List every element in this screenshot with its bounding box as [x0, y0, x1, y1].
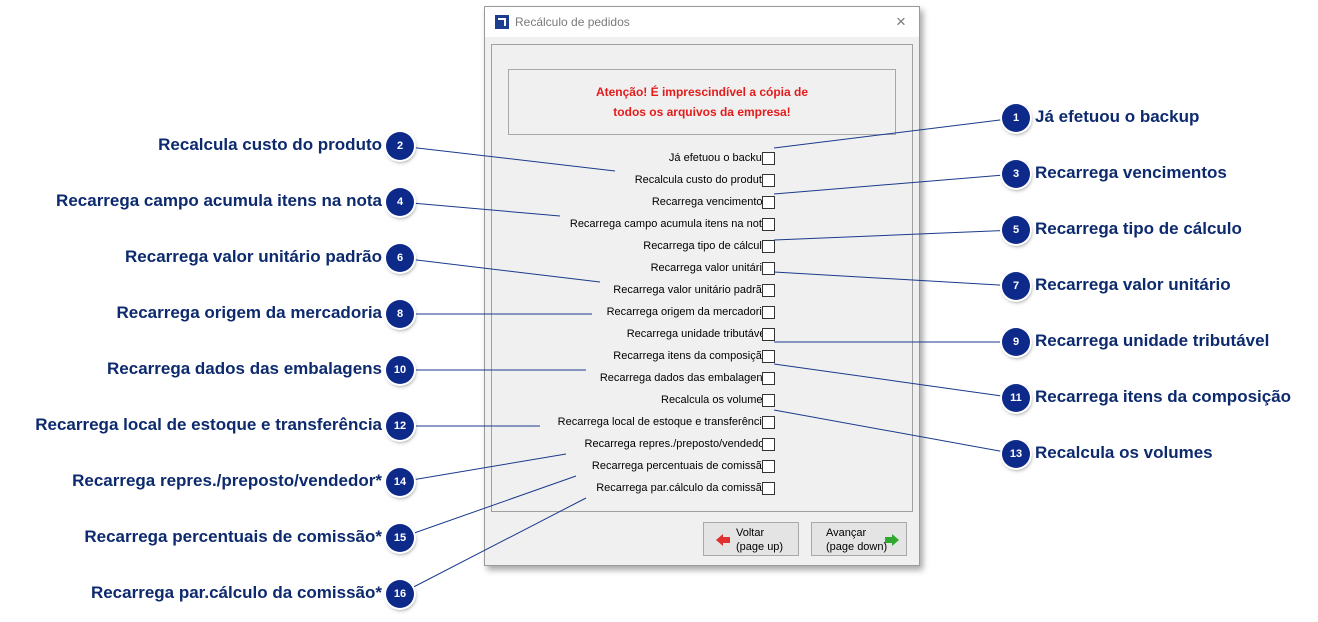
option-label-percentuais-comissao: Recarrega percentuais de comissão	[591, 460, 768, 472]
option-label-dados-embalagens: Recarrega dados das embalagens	[599, 372, 768, 384]
callout-text-13: Recalcula os volumes	[1035, 443, 1213, 462]
option-label-tipo-calculo: Recarrega tipo de cálculo	[643, 240, 768, 252]
next-button-shortcut: (page down)	[826, 541, 888, 553]
callout-badge-11: 11	[1002, 384, 1030, 412]
next-button[interactable]: Avançar (page down)	[811, 522, 907, 556]
checkbox-vencimentos[interactable]	[762, 196, 775, 209]
callout-text-16: Recarrega par.cálculo da comissão*	[90, 583, 382, 602]
checkbox-valor-unitario-padrao[interactable]	[762, 284, 775, 297]
option-label-itens-composicao: Recarrega itens da composição	[613, 350, 768, 362]
close-button[interactable]: ×	[896, 12, 906, 31]
option-label-valor-unitario: Recarrega valor unitário	[650, 262, 768, 274]
callout-text-12: Recarrega local de estoque e transferênc…	[35, 415, 382, 434]
warning-line-2: todos os arquivos da empresa!	[613, 105, 791, 119]
back-button-label: Voltar	[736, 527, 765, 539]
option-label-origem-mercadoria: Recarrega origem da mercadoria	[606, 306, 768, 318]
callout-badge-6: 6	[386, 244, 414, 272]
callout-badge-8: 8	[386, 300, 414, 328]
option-label-unidade-tributavel: Recarrega unidade tributável	[626, 328, 768, 340]
callout-badge-5: 5	[1002, 216, 1030, 244]
checkbox-origem-mercadoria[interactable]	[762, 306, 775, 319]
checkbox-local-estoque[interactable]	[762, 416, 775, 429]
checkbox-unidade-tributavel[interactable]	[762, 328, 775, 341]
checkbox-tipo-calculo[interactable]	[762, 240, 775, 253]
dialog-title: Recálculo de pedidos	[515, 15, 630, 29]
checkbox-itens-composicao[interactable]	[762, 350, 775, 363]
callout-badge-16: 16	[386, 580, 414, 608]
checkbox-valor-unitario[interactable]	[762, 262, 775, 275]
back-button[interactable]: Voltar (page up)	[703, 522, 799, 556]
checkbox-repres-vendedor[interactable]	[762, 438, 775, 451]
option-label-acumula-itens: Recarrega campo acumula itens na nota	[569, 218, 768, 230]
option-label-par-calculo-comissao: Recarrega par.cálculo da comissão	[596, 482, 768, 494]
callout-badge-3: 3	[1002, 160, 1030, 188]
option-label-repres-vendedor: Recarrega repres./preposto/vendedor	[584, 438, 768, 450]
checkbox-acumula-itens[interactable]	[762, 218, 775, 231]
option-label-vencimentos: Recarrega vencimentos	[651, 196, 768, 208]
callout-text-10: Recarrega dados das embalagens	[107, 359, 382, 378]
warning-line-1: Atenção! É imprescindível a cópia de	[595, 85, 809, 99]
option-label-volumes: Recalcula os volumes	[661, 394, 768, 406]
callout-badge-15: 15	[386, 524, 414, 552]
checkbox-volumes[interactable]	[762, 394, 775, 407]
callout-badge-1: 1	[1002, 104, 1030, 132]
callout-text-6: Recarrega valor unitário padrão	[125, 247, 382, 266]
callout-text-1: Já efetuou o backup	[1035, 107, 1200, 126]
callout-badge-4: 4	[386, 188, 414, 216]
title-bar: Recálculo de pedidos ×	[485, 7, 919, 37]
next-button-label: Avançar	[826, 527, 867, 539]
checkbox-par-calculo-comissao[interactable]	[762, 482, 775, 495]
checkbox-custo-produto[interactable]	[762, 174, 775, 187]
option-label-backup: Já efetuou o backup	[668, 152, 768, 164]
checkbox-dados-embalagens[interactable]	[762, 372, 775, 385]
app-icon	[495, 15, 509, 29]
options-panel: Atenção! É imprescindível a cópia de tod…	[491, 44, 913, 512]
callout-badge-2: 2	[386, 132, 414, 160]
checkbox-percentuais-comissao[interactable]	[762, 460, 775, 473]
callout-text-7: Recarrega valor unitário	[1035, 275, 1231, 294]
left-arrow-icon	[716, 534, 730, 546]
callout-badge-10: 10	[386, 356, 414, 384]
back-button-shortcut: (page up)	[736, 541, 784, 553]
callout-badge-13: 13	[1002, 440, 1030, 468]
callout-text-9: Recarrega unidade tributável	[1035, 331, 1270, 350]
callout-text-3: Recarrega vencimentos	[1035, 163, 1227, 182]
option-label-local-estoque: Recarrega local de estoque e transferênc…	[557, 416, 768, 428]
callout-text-2: Recalcula custo do produto	[158, 135, 382, 154]
callout-badge-14: 14	[386, 468, 414, 496]
option-label-valor-unitario-padrao: Recarrega valor unitário padrão	[613, 284, 768, 296]
callout-text-15: Recarrega percentuais de comissão*	[84, 527, 382, 546]
callout-text-8: Recarrega origem da mercadoria	[116, 303, 382, 322]
callout-text-4: Recarrega campo acumula itens na nota	[56, 191, 382, 210]
callout-text-5: Recarrega tipo de cálculo	[1035, 219, 1242, 238]
option-label-custo-produto: Recalcula custo do produto	[634, 174, 768, 186]
callout-badge-12: 12	[386, 412, 414, 440]
callout-badge-7: 7	[1002, 272, 1030, 300]
checkbox-backup[interactable]	[762, 152, 775, 165]
callout-text-14: Recarrega repres./preposto/vendedor*	[72, 471, 382, 490]
recalc-orders-dialog: Recálculo de pedidos × Atenção! É impres…	[484, 6, 920, 566]
callout-text-11: Recarrega itens da composição	[1035, 387, 1292, 406]
callout-badge-9: 9	[1002, 328, 1030, 356]
warning-box: Atenção! É imprescindível a cópia de tod…	[508, 69, 896, 135]
right-arrow-icon	[885, 534, 899, 546]
